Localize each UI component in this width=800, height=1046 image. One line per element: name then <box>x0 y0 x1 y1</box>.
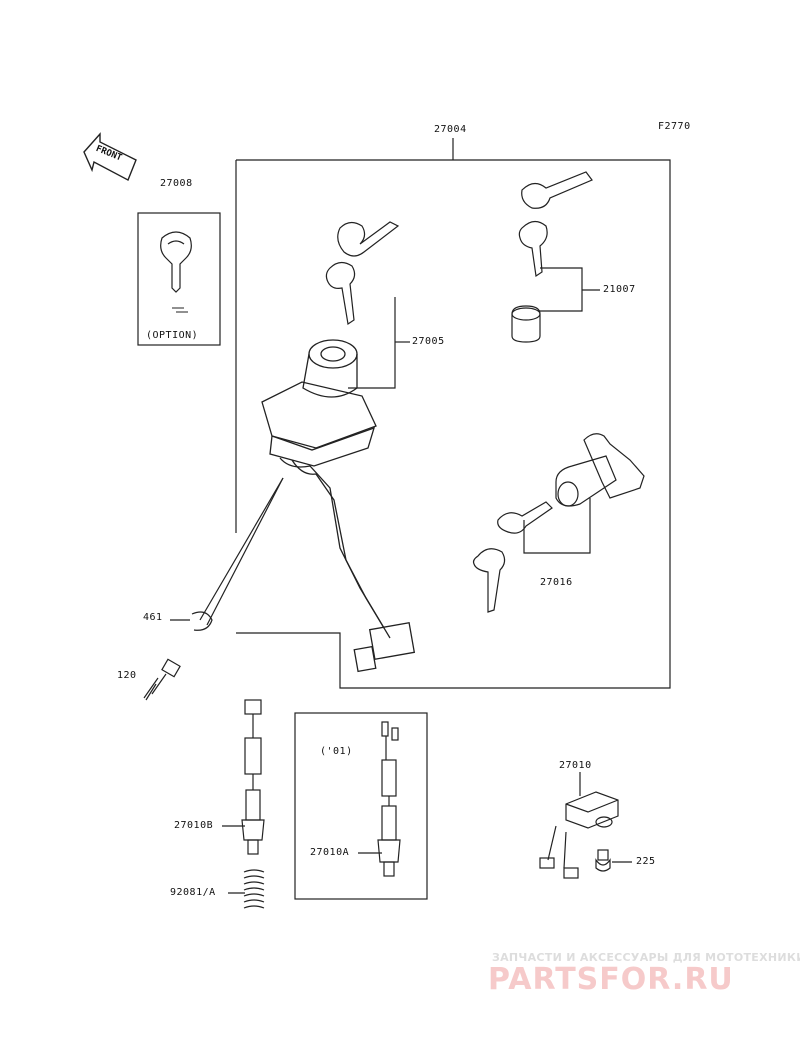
watermark-brand: PARTSFOR.RU <box>488 962 734 997</box>
switch-icon <box>539 791 619 879</box>
main-group-box <box>236 159 671 689</box>
option-group-box <box>137 212 221 346</box>
ignition-keys-icon <box>325 221 400 326</box>
watermark-tagline: ЗАПЧАСТИ И АКСЕССУАРЫ ДЛЯ МОТОТЕХНИКИ <box>492 951 800 964</box>
switch-b-icon <box>241 699 265 909</box>
part-label-27004[interactable]: 27004 <box>434 124 467 135</box>
front-arrow-icon <box>83 132 137 181</box>
part-label-27010a[interactable]: 27010A <box>310 847 350 858</box>
clamp-icon <box>191 611 213 631</box>
ignition-switch-icon <box>261 339 416 673</box>
leader-27005 <box>348 297 396 389</box>
bolt-icon <box>143 658 181 701</box>
part-label-27010[interactable]: 27010 <box>559 760 592 771</box>
part-label-461[interactable]: 461 <box>143 612 163 623</box>
option-note: (OPTION) <box>146 330 199 341</box>
part-label-92081a[interactable]: 92081/A <box>170 887 216 898</box>
part-label-27016[interactable]: 27016 <box>540 577 573 588</box>
leader-27016 <box>523 498 591 554</box>
year-group-box <box>294 712 428 900</box>
diagram-code: F2770 <box>658 121 691 132</box>
part-label-27010b[interactable]: 27010B <box>174 820 214 831</box>
part-label-27005[interactable]: 27005 <box>412 336 445 347</box>
part-label-21007[interactable]: 21007 <box>603 284 636 295</box>
part-label-120[interactable]: 120 <box>117 670 137 681</box>
year-note: ('01) <box>320 746 353 757</box>
leader-21007 <box>538 267 583 312</box>
part-label-225[interactable]: 225 <box>636 856 656 867</box>
fuel-cap-lock-icon <box>511 171 593 343</box>
part-label-27008[interactable]: 27008 <box>160 178 193 189</box>
option-key-icon <box>160 231 192 313</box>
seat-lock-icon <box>472 433 645 613</box>
switch-a-icon <box>377 721 401 877</box>
